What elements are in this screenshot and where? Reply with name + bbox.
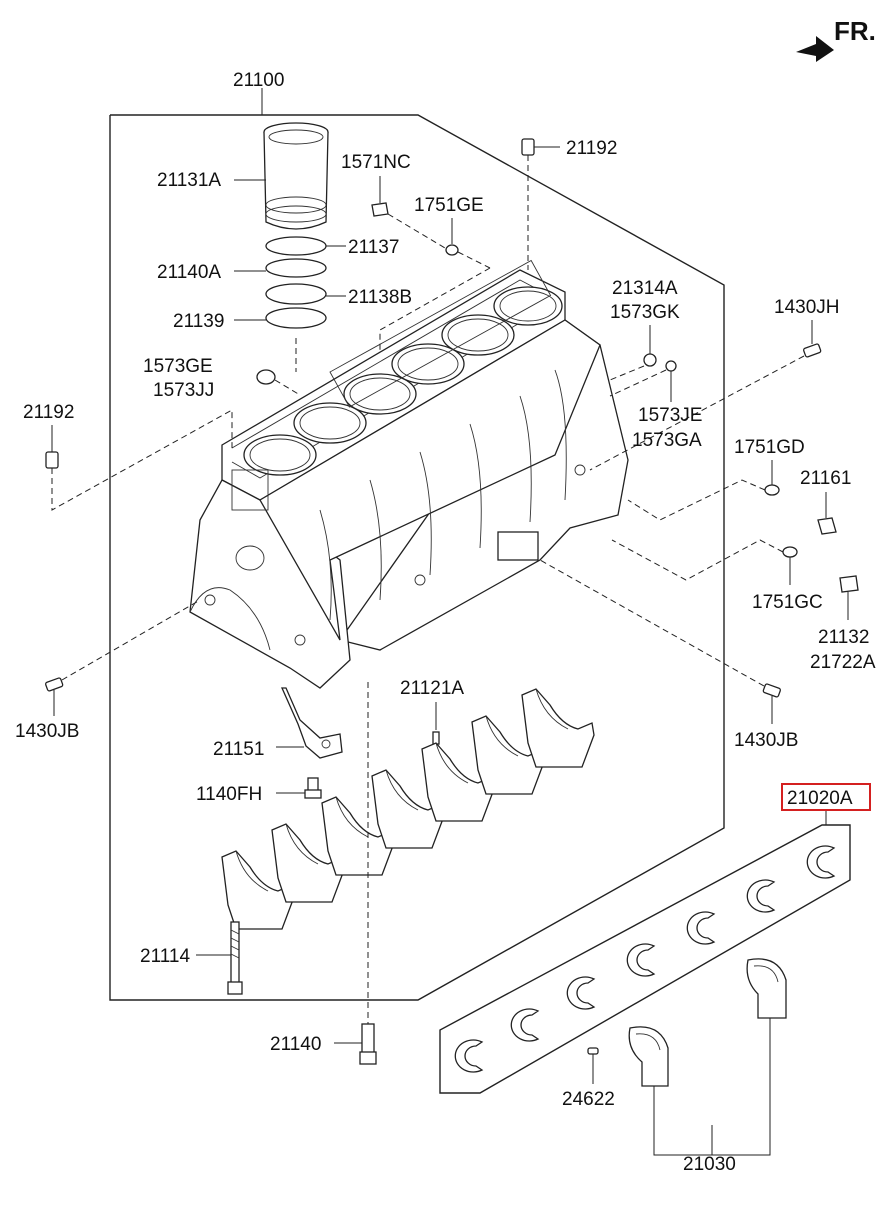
label-1430JB-left[interactable]: 1430JB — [15, 721, 79, 742]
ring-21137[interactable] — [265, 236, 327, 256]
bearing-caps[interactable] — [221, 688, 595, 930]
label-21131A[interactable]: 21131A — [157, 170, 221, 191]
label-1573GE[interactable]: 1573GE — [143, 356, 213, 377]
ring-21139[interactable] — [265, 307, 327, 329]
label-21100[interactable]: 21100 — [233, 70, 284, 91]
bolt-21140[interactable] — [359, 1023, 377, 1065]
front-arrow-icon — [796, 36, 834, 62]
label-1571NC[interactable]: 1571NC — [341, 152, 411, 173]
front-label: FR. — [834, 16, 876, 46]
dowel-1430JB-right[interactable] — [762, 683, 781, 698]
label-1140FH[interactable]: 1140FH — [196, 784, 262, 805]
label-1751GC[interactable]: 1751GC — [752, 592, 823, 613]
bolt-1140FH[interactable] — [304, 777, 322, 799]
label-21192-left[interactable]: 21192 — [23, 402, 74, 423]
label-21140[interactable]: 21140 — [270, 1034, 321, 1055]
label-21161[interactable]: 21161 — [800, 468, 851, 489]
label-21138B[interactable]: 21138B — [348, 287, 412, 308]
label-21121A[interactable]: 21121A — [400, 678, 464, 699]
label-21114[interactable]: 21114 — [140, 946, 190, 967]
label-21137[interactable]: 21137 — [348, 237, 399, 258]
label-21020A[interactable]: 21020A — [787, 788, 853, 809]
plug-1573GE[interactable] — [256, 369, 276, 385]
washer-1751GD[interactable] — [764, 484, 780, 496]
label-1751GD[interactable]: 1751GD — [734, 437, 805, 458]
label-21722A[interactable]: 21722A — [810, 652, 876, 673]
plug-21132[interactable] — [839, 575, 859, 593]
dowel-21192-left[interactable] — [45, 451, 59, 469]
label-21139[interactable]: 21139 — [173, 311, 224, 332]
label-1751GE[interactable]: 1751GE — [414, 195, 484, 216]
engine-block[interactable] — [189, 259, 629, 689]
label-21132[interactable]: 21132 — [818, 627, 869, 648]
ring-21140A[interactable] — [265, 258, 327, 278]
dowel-1430JB-left[interactable] — [45, 677, 64, 692]
label-1573JE[interactable]: 1573JE — [638, 405, 702, 426]
label-21314A[interactable]: 21314A — [612, 278, 678, 299]
pin-24622[interactable] — [587, 1047, 599, 1055]
label-21030[interactable]: 21030 — [683, 1154, 736, 1175]
label-21151[interactable]: 21151 — [213, 739, 264, 760]
dowel-21192-top[interactable] — [521, 138, 535, 156]
bearing-set-frame — [439, 824, 851, 1094]
label-21140A[interactable]: 21140A — [157, 262, 221, 283]
thrust-washer-left[interactable] — [628, 1026, 669, 1087]
front-direction-indicator: FR. — [796, 16, 876, 62]
cylinder-liner[interactable] — [263, 122, 329, 230]
part-21020A-highlight[interactable] — [781, 783, 871, 811]
label-21192-top[interactable]: 21192 — [566, 138, 617, 159]
label-24622[interactable]: 24622 — [562, 1089, 615, 1110]
main-bearing-shells[interactable] — [454, 845, 836, 1073]
plug-1573JE[interactable] — [665, 360, 677, 372]
dowel-21121A[interactable] — [432, 731, 440, 745]
dowel-1430JH[interactable] — [803, 343, 822, 358]
block-group-frame — [109, 114, 725, 1001]
bolt-21114[interactable] — [227, 921, 243, 995]
plug-1573GK[interactable] — [643, 353, 657, 367]
label-1573GK[interactable]: 1573GK — [610, 302, 680, 323]
washer-1751GC[interactable] — [782, 546, 798, 558]
label-1430JH[interactable]: 1430JH — [774, 297, 840, 318]
ring-21138B[interactable] — [265, 283, 327, 305]
plug-1571NC[interactable] — [371, 202, 389, 217]
label-1430JB-right[interactable]: 1430JB — [734, 730, 798, 751]
washer-1751GE[interactable] — [445, 244, 459, 256]
thrust-washer-right[interactable] — [746, 958, 787, 1019]
label-1573GA[interactable]: 1573GA — [632, 430, 702, 451]
bolt-21161[interactable] — [817, 517, 837, 535]
label-1573JJ[interactable]: 1573JJ — [153, 380, 214, 401]
oil-jet-21151[interactable] — [280, 687, 343, 759]
